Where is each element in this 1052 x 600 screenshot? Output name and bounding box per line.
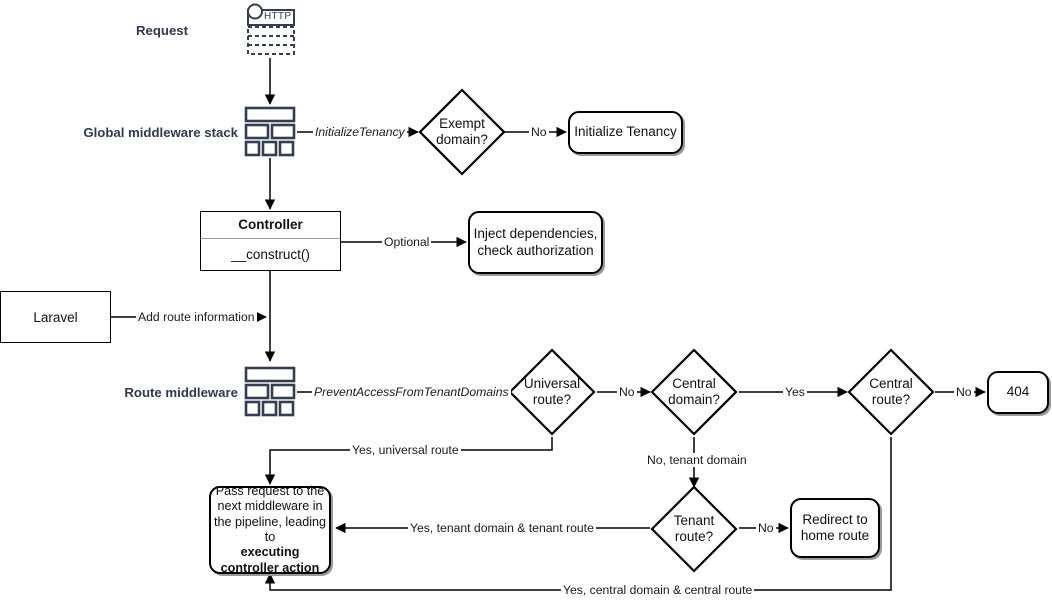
node-pass-request-line4-prefix: to <box>264 530 276 544</box>
node-pass-request-line2: next middleware in <box>217 499 323 514</box>
node-redirect-home-route-line1: Redirect to <box>802 511 868 527</box>
node-inject-dependencies[interactable]: Inject dependencies, check authorization <box>468 211 603 274</box>
node-pass-request-line4: to executing <box>241 530 300 561</box>
node-initialize-tenancy-label: Initialize Tenancy <box>574 124 677 140</box>
node-pass-request-line1: Pass request to the <box>215 483 325 498</box>
edge-label-optional: Optional <box>382 235 432 249</box>
edge-label-tenant-route-no: No <box>756 521 776 535</box>
node-inject-dependencies-line1: Inject dependencies, <box>473 226 598 242</box>
edge-label-prevent-access: PreventAccessFromTenantDomains <box>312 385 511 399</box>
node-redirect-home-route-line2: home route <box>800 528 870 543</box>
edge-label-yes-tenant-domain-tenant-route: Yes, tenant domain & tenant route <box>408 521 596 535</box>
step-label-request: Request <box>135 23 188 38</box>
decision-tenant-route[interactable]: Tenant route? <box>650 485 738 573</box>
http-icon-label: HTTP <box>264 11 292 22</box>
decision-central-domain[interactable]: Central domain? <box>650 348 738 436</box>
node-controller[interactable]: Controller __construct() <box>200 211 341 271</box>
node-pass-request[interactable]: Pass request to the next middleware in t… <box>209 483 331 575</box>
edge-label-universal-no: No <box>617 385 637 399</box>
edge-label-yes-central-domain-central-route: Yes, central domain & central route <box>561 583 755 597</box>
edge-label-add-route-information: Add route information <box>136 310 257 324</box>
decision-exempt-domain[interactable]: Exempt domain? <box>418 88 506 176</box>
decision-universal-route[interactable]: Universal route? <box>508 348 596 436</box>
decision-central-route[interactable]: Central route? <box>847 348 935 436</box>
edge-label-exempt-no: No <box>529 125 549 139</box>
node-laravel[interactable]: Laravel <box>0 291 111 343</box>
node-initialize-tenancy[interactable]: Initialize Tenancy <box>568 111 683 154</box>
edge-label-yes-universal-route: Yes, universal route <box>350 443 461 457</box>
edge-label-central-domain-yes: Yes <box>783 385 807 399</box>
step-label-global-middleware: Global middleware stack <box>83 125 238 140</box>
node-404[interactable]: 404 <box>987 371 1049 414</box>
node-laravel-label: Laravel <box>33 309 78 325</box>
node-inject-dependencies-line2: check authorization <box>477 242 594 258</box>
node-404-label: 404 <box>1006 384 1030 400</box>
node-controller-method: __construct() <box>231 247 310 262</box>
node-pass-request-line3: the pipeline, leading <box>213 514 327 529</box>
step-label-route-middleware: Route middleware <box>124 385 238 400</box>
route-middleware-stack-icon <box>244 366 296 418</box>
edge-label-central-route-no: No <box>954 385 974 399</box>
node-pass-request-bold2: controller action <box>220 560 320 575</box>
edge-label-initialize-tenancy: InitializeTenancy <box>313 125 407 139</box>
node-controller-title: Controller <box>201 212 340 239</box>
global-middleware-stack-icon <box>244 106 296 158</box>
node-redirect-home-route[interactable]: Redirect to home route <box>790 498 880 558</box>
node-pass-request-bold1: executing <box>240 545 300 560</box>
http-request-icon: HTTP <box>244 3 298 57</box>
edge-label-no-tenant-domain: No, tenant domain <box>645 453 749 467</box>
